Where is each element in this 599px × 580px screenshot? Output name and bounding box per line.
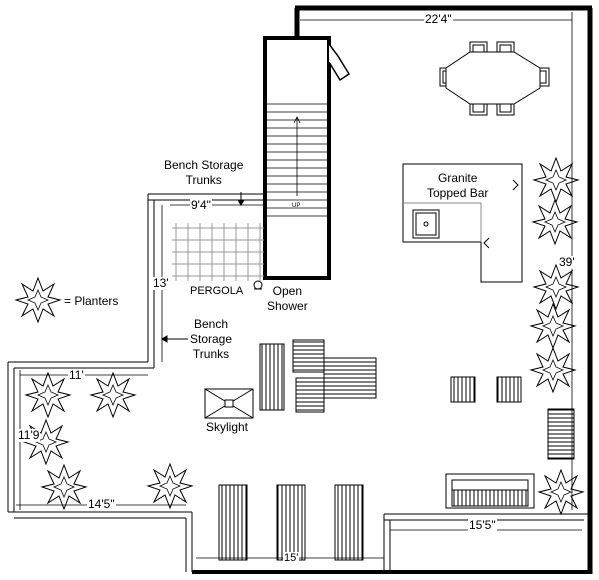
skylight [204,388,254,419]
dimension-bottom-center-width: 15' [283,552,300,565]
granite-bar-label: Granite Topped Bar [427,171,489,200]
bench-storage-trunks-bottom-label: Bench Storage Trunks [190,317,233,361]
pergola-grid [172,223,264,281]
dimension-right-height: 39' [558,255,576,269]
planter-legend-icon [15,277,61,323]
granite-bar [402,163,523,283]
dimension-pergola-width: 9'4" [190,198,212,212]
bench-storage-trunks-top-label: Bench Storage Trunks [164,158,244,187]
bench-storage-arrows [161,192,245,343]
exterior-walls [192,5,593,574]
pergola-label: PERGOLA [190,285,244,297]
dining-table [439,41,550,116]
center-loungers [259,339,377,413]
dimension-left-height: 11'9 [17,428,41,442]
dimension-bottom-left-width: 14'5" [87,497,116,511]
shower-head-icon [253,280,263,290]
right-side-seating [445,376,575,509]
dimension-top-width: 22'4" [424,12,453,26]
stair-up-label: UP [292,203,301,209]
dimension-pergola-depth: 13' [152,276,170,290]
bottom-loungers [218,484,364,561]
stairwell [263,36,351,280]
skylight-label: Skylight [206,420,249,434]
dimension-left-upper-width: 11' [68,368,85,382]
planters-legend-label: = Planters [64,294,119,308]
open-shower-label: Open Shower [267,284,308,313]
dimension-bottom-right-width: 15'5" [468,518,497,532]
